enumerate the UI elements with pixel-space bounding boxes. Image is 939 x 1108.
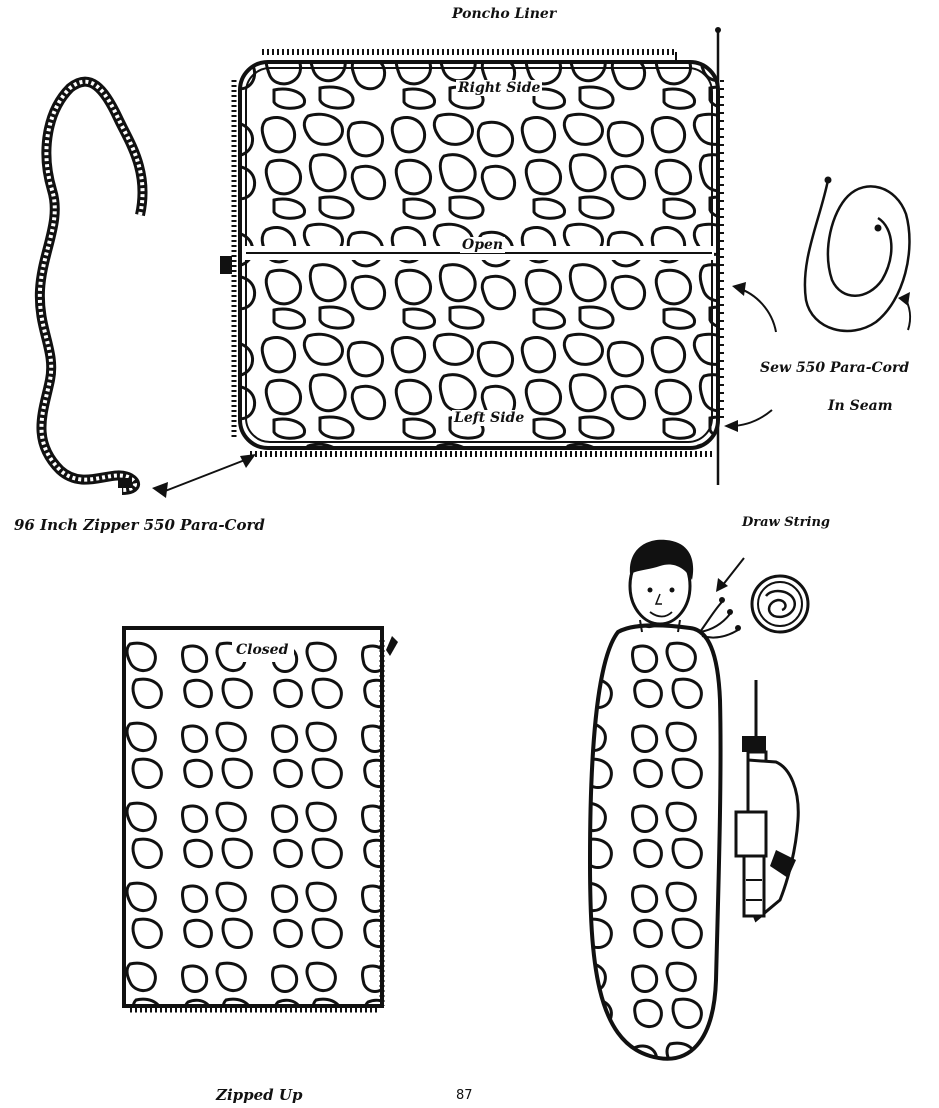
rifle (736, 680, 798, 920)
zipper-arrow (152, 454, 256, 498)
page-number: 87 (456, 1088, 473, 1103)
zipper-cord-illustration (40, 82, 143, 490)
label-open: Open (460, 237, 505, 253)
soldier-head (630, 540, 693, 632)
soldier-sleeping-bag (590, 540, 808, 1059)
title-poncho-liner: Poncho Liner (452, 6, 556, 22)
label-closed: Closed (236, 642, 288, 658)
zipped-liner (124, 628, 398, 1010)
label-in-seam: In Seam (828, 398, 893, 414)
coiled-drawstring (752, 576, 808, 632)
zipper-pull-icon (118, 478, 132, 488)
label-draw-string: Draw String (742, 515, 830, 530)
label-right-side: Right Side (456, 80, 542, 96)
sew-arrows (724, 282, 776, 432)
label-zipped-up: Zipped Up (216, 1086, 302, 1104)
label-sew-cord: Sew 550 Para-Cord (760, 360, 909, 376)
zipper-slider-icon (220, 256, 232, 274)
label-left-side: Left Side (452, 410, 526, 426)
zipper-pull-icon-closed (386, 636, 398, 656)
label-zipper-cord: 96 Inch Zipper 550 Para-Cord (14, 516, 265, 534)
coiled-para-cord (805, 177, 910, 331)
